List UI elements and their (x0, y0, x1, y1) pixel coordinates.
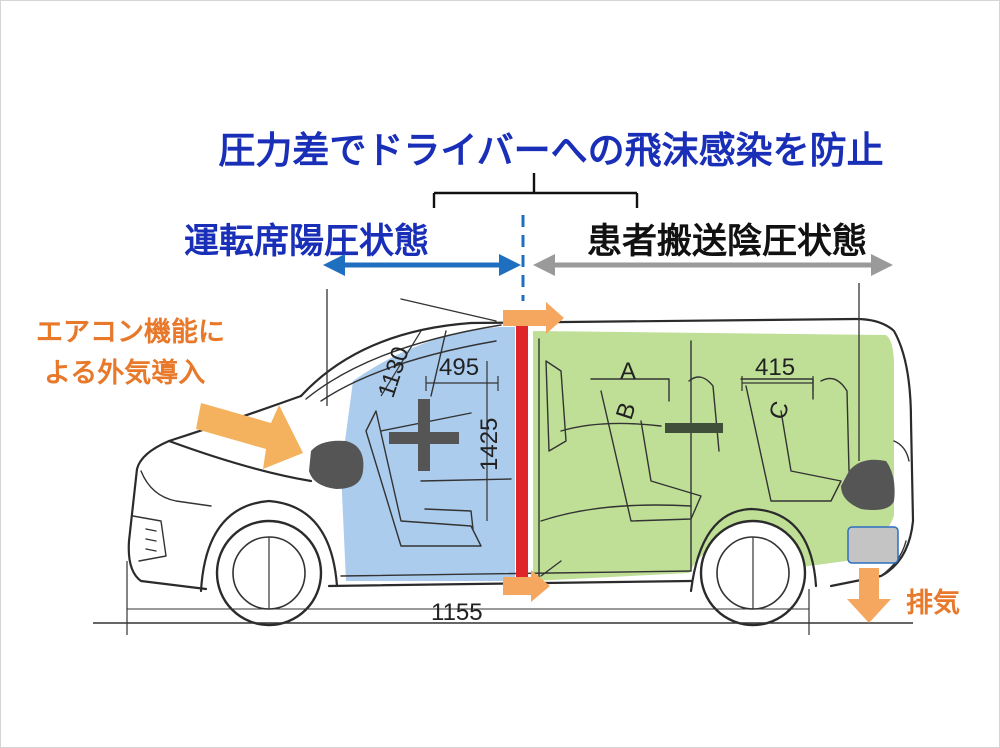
airflow-arrow-top (503, 302, 564, 334)
patient-zone-label: 患者搬送陰圧状態 (587, 222, 867, 262)
rear-wheel (689, 507, 818, 627)
driver-zone-cross (389, 399, 459, 471)
seat-b-label: B (611, 399, 642, 423)
intake-label-line1: エアコン機能に (36, 316, 225, 348)
driver-zone-label: 運転席陽圧状態 (184, 222, 429, 262)
dim-415: 415 (755, 354, 795, 381)
exhaust-label: 排気 (906, 587, 960, 619)
patient-zone-arrow (533, 254, 893, 276)
patient-zone-bar (665, 423, 723, 433)
dim-length: 1155 (431, 599, 483, 626)
intake-label-line2: よる外気導入 (44, 357, 205, 389)
front-vent (309, 440, 364, 489)
exhaust-unit (847, 526, 899, 564)
diagram-title: 圧力差でドライバーへの飛沫感染を防止 (218, 129, 883, 172)
driver-zone-arrow (323, 254, 521, 276)
dim-495: 495 (439, 354, 479, 381)
exhaust-arrow (847, 568, 891, 623)
seat-a-label: A (620, 358, 636, 385)
front-wheel (199, 499, 339, 627)
dim-1425: 1425 (476, 418, 503, 471)
title-bracket (432, 173, 639, 208)
patient-zone-area (533, 331, 894, 581)
intake-arrow (196, 403, 303, 469)
rear-vent (841, 459, 895, 510)
dimension-lines (127, 330, 814, 610)
airflow-arrow-bottom (503, 570, 550, 602)
partition-wall (516, 326, 528, 581)
